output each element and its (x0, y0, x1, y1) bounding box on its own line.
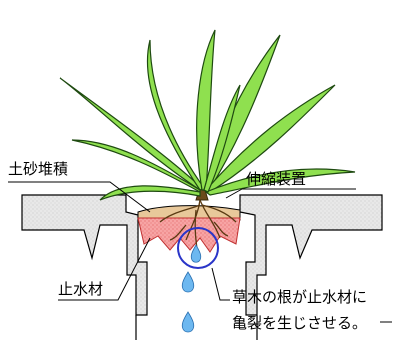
waterstop-material (137, 217, 241, 253)
abutment-line (135, 315, 258, 340)
leader-lines (8, 181, 392, 323)
caption-line-1: 草木の根が止水材に (232, 288, 367, 306)
water-drop (181, 271, 195, 293)
expansion-device-label: 伸縮装置 (246, 170, 306, 188)
left-deck-slab (21, 194, 148, 316)
caption-line-2: 亀裂を生じさせる。 (232, 314, 367, 332)
water-drops (181, 244, 202, 333)
water-drop (181, 311, 195, 333)
plant-leaves (59, 29, 356, 201)
right-deck-slab (239, 194, 383, 316)
sediment-label: 土砂堆積 (8, 160, 68, 178)
crack-highlight-circle (177, 227, 219, 269)
waterstop-label: 止水材 (58, 280, 103, 298)
water-drop (190, 244, 202, 263)
